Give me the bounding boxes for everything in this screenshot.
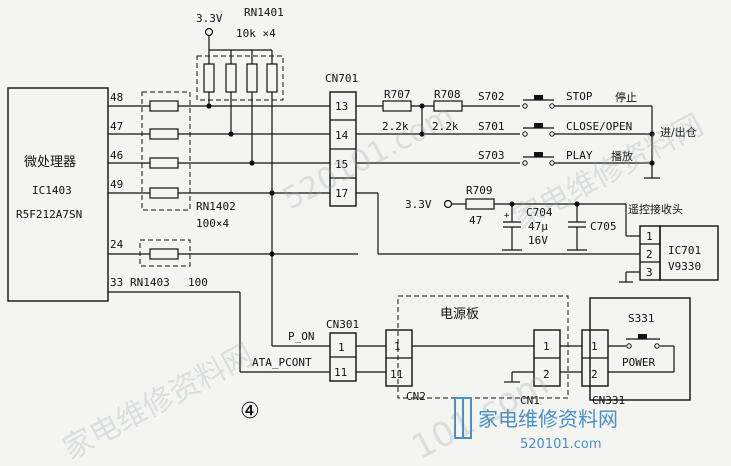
cn701-pin-15: 15 [335,158,348,171]
rn1402-ref: RN1402 [196,200,236,213]
cn301-pin-11: 11 [334,366,347,379]
site-logo: 家电维修资料网 520101.com [454,397,618,452]
rn1403-resistor: RN1403 100 [108,239,358,289]
cn2-pin-1: 1 [394,340,401,353]
cn2-connector: 1 11 CN2 [385,329,426,403]
rn1403-ref: RN1403 [130,276,170,289]
r707-value: 2.2k [382,120,409,133]
c704-ref: C704 [526,206,553,219]
cn301-pin-1: 1 [338,341,345,354]
cn301-p-on: P_ON [288,330,315,343]
cn331-connector: 1 2 CN331 [581,329,625,407]
cn301-ref: CN301 [326,318,359,331]
rn1402-network: RN1402 100×4 [108,91,330,230]
rn1401-network: 3.3V RN1401 10k ×4 [196,6,284,196]
cn1-pin-1: 1 [543,340,550,353]
c705-capacitor: C705 [567,204,617,251]
cn301-connector: CN301 P_ON ATA_PCONT 1 11 [252,318,359,382]
pin-47-label: 47 [110,120,123,133]
watermark-site-2: 家电维修资料网 [57,338,259,466]
r709-resistor: 3.3V R709 47 [405,184,626,227]
cn331-pin-1: 1 [591,340,598,353]
c704-capacitor: + C704 47μ 16V [502,204,553,251]
s331-label: POWER [622,356,655,369]
r708-ref: R708 [434,88,461,101]
cn2-ref: CN2 [406,390,426,403]
cn1-connector: 1 2 CN1 [520,329,561,407]
figure-number: ④ [240,399,260,424]
pin-24-label: 24 [110,238,124,251]
power-switch-board-outline [589,297,691,401]
s703-label: PLAY [566,149,593,162]
c704-value2: 16V [528,234,548,247]
rn1401-value: 10k ×4 [236,27,276,40]
r707-ref: R707 [384,88,411,101]
cn2-pin-11: 11 [390,368,403,381]
switch-s331: S331 POWER [608,312,675,373]
pin-48-label: 48 [110,91,123,104]
ic701-pin-2: 2 [646,248,653,261]
ic1403-ref: IC1403 [32,184,72,197]
cn301-ata-pcont: ATA_PCONT [252,356,312,369]
s703-ref: S703 [478,149,505,162]
cn701-pin-14: 14 [335,129,349,142]
rn1401-supply: 3.3V [196,12,223,25]
rn1403-value: 100 [188,276,208,289]
cn1-pin-2: 2 [543,368,550,381]
ic701-title-cn: 遥控接收头 [628,202,683,216]
s701-label: CLOSE/OPEN [566,120,632,133]
r708-resistor: R708 2.2k [432,88,463,133]
r708-value: 2.2k [432,120,459,133]
switch-s702: S702 STOP 停止 [478,90,637,109]
cn1-ref: CN1 [520,394,540,407]
pin-49-label: 49 [110,178,123,191]
s702-label: STOP [566,90,593,103]
s701-ref: S701 [478,120,505,133]
s703-label-cn: 播放 [611,149,633,163]
ic1403-block: 微处理器 IC1403 R5F212A7SN [7,87,109,302]
rn1401-ref: RN1401 [244,6,284,19]
ic701-pin-1: 1 [646,230,653,243]
r709-ref: R709 [466,184,493,197]
power-board-outline [397,295,569,399]
cn701-ref: CN701 [325,72,358,85]
s331-ref: S331 [628,312,655,325]
s701-label-cn: 进/出仓 [660,125,697,139]
cn331-ref: CN331 [592,394,625,407]
r709-value: 47 [469,214,482,227]
c704-value1: 47μ [528,220,548,233]
ic701-part: V9330 [668,260,701,273]
r707-resistor: R707 2.2k [382,88,412,133]
s702-label-cn: 停止 [615,90,637,104]
cn701-connector: CN701 13 14 15 17 [325,72,358,207]
logo-url: 520101.com [520,437,602,452]
ic701-ref: IC701 [668,244,701,257]
svg-text:+: + [504,211,510,221]
logo-site-cn: 家电维修资料网 [478,407,618,431]
cn701-pin-13: 13 [335,100,348,113]
switch-s703: S703 PLAY 播放 [478,149,633,166]
s702-ref: S702 [478,90,505,103]
pin-46-label: 46 [110,149,123,162]
power-board-title: 电源板 [440,307,479,322]
cn331-pin-2: 2 [591,368,598,381]
ic701-pin-3: 3 [646,266,653,279]
switch-s701: S701 CLOSE/OPEN 进/出仓 [478,120,697,139]
pin-33-label: 33 [110,276,123,289]
c705-ref: C705 [590,220,617,233]
cn701-pin-17: 17 [335,187,348,200]
rn1402-value: 100×4 [196,217,229,230]
r709-supply: 3.3V [405,198,432,211]
ic1403-part: R5F212A7SN [16,208,82,221]
watermark-url-1: 520101.com [277,98,460,217]
ic1403-name-cn: 微处理器 [24,155,76,170]
ic701-receiver: 遥控接收头 1 2 3 IC701 V9330 [619,202,719,283]
